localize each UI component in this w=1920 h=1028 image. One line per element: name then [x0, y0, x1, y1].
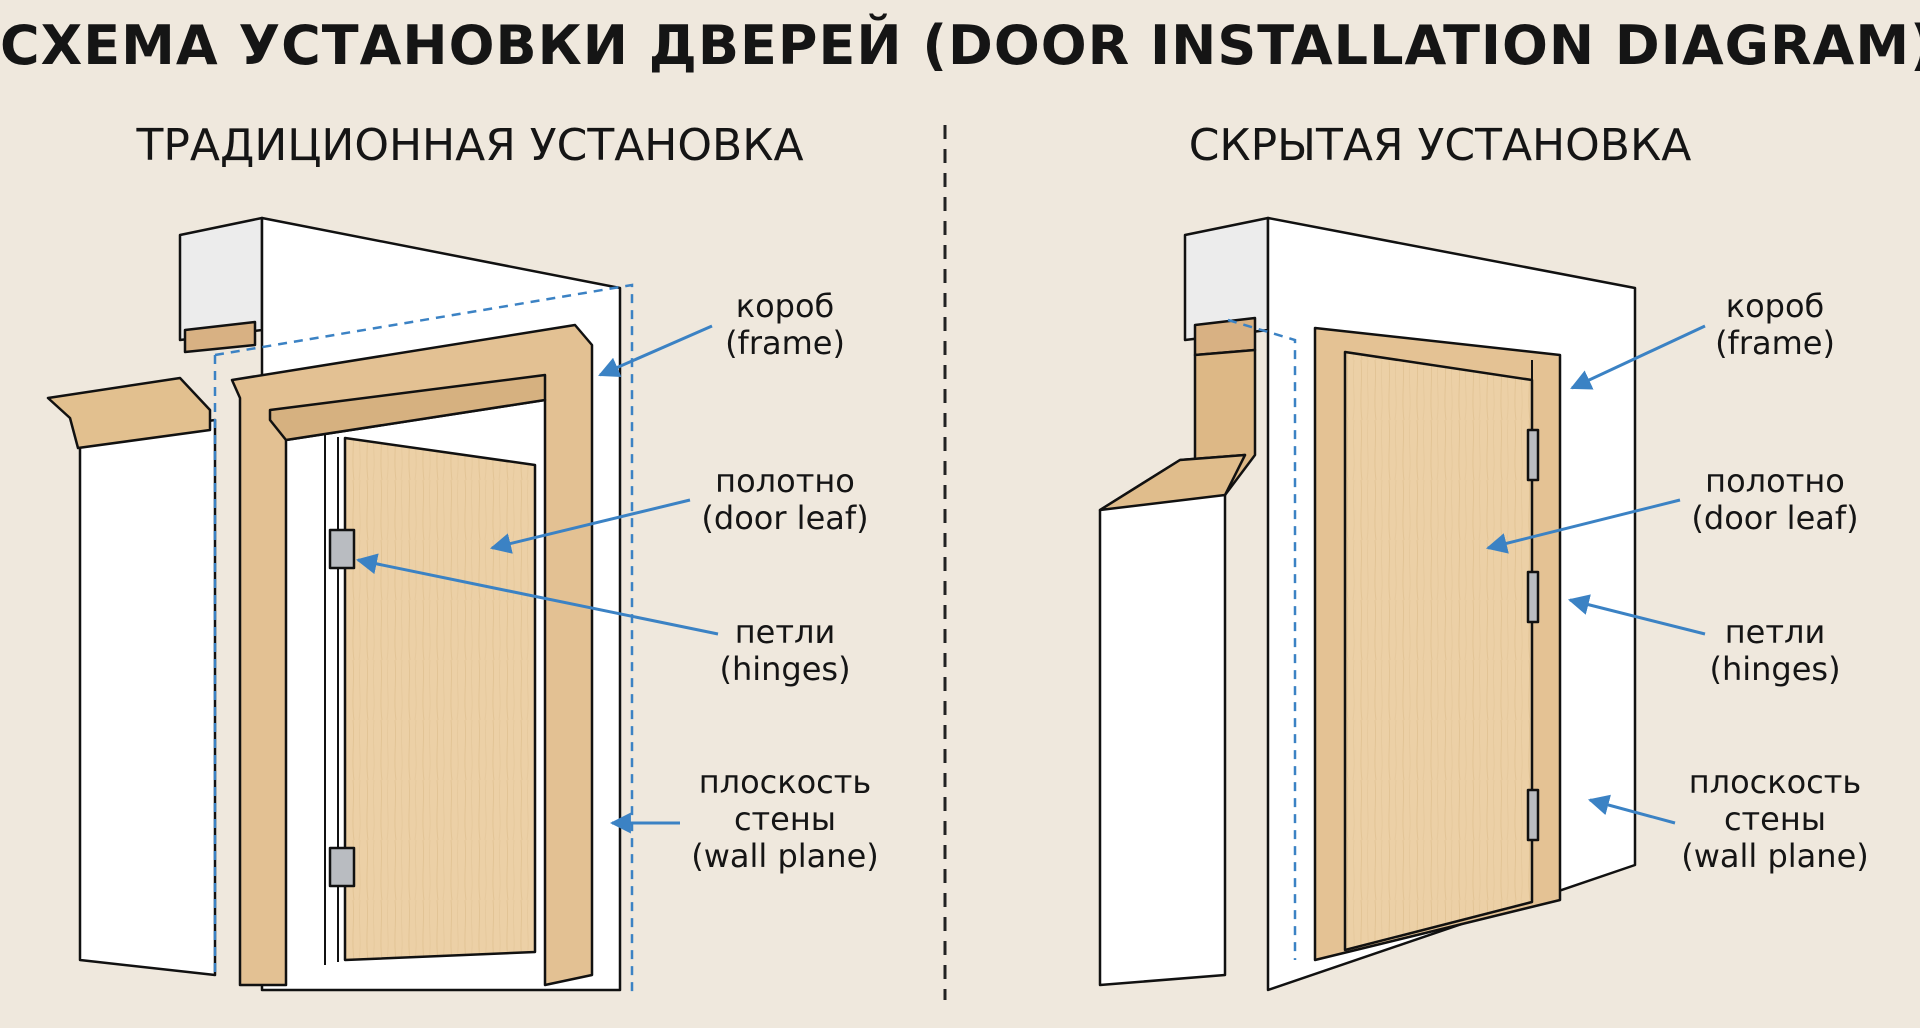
arrow-hinges-left — [355, 553, 719, 636]
callout-label-ru: петли — [734, 613, 836, 651]
hinge-top-right — [1526, 428, 1540, 482]
door-leaf-right — [1343, 350, 1534, 952]
callout-label-ru: плоскость — [1688, 763, 1862, 801]
hinge-bottom-right — [1526, 788, 1540, 842]
concealed-door-illustration — [1098, 216, 1637, 992]
frame-inner-left — [268, 373, 547, 442]
callout-leaf-right: полотно (door leaf) — [1655, 463, 1895, 537]
callout-hinges-right: петли (hinges) — [1655, 614, 1895, 688]
callout-frame-left: короб (frame) — [665, 288, 905, 362]
callout-leaf-left: полотно (door leaf) — [665, 463, 905, 537]
hinge-middle-right — [1526, 570, 1540, 624]
callout-hinges-left: петли (hinges) — [665, 614, 905, 688]
panel-title-traditional: ТРАДИЦИОННАЯ УСТАНОВКА — [136, 120, 804, 171]
callout-label-ru-2: стены — [733, 800, 837, 838]
traditional-door-illustration — [46, 216, 622, 992]
callout-label-ru: короб — [735, 287, 835, 325]
arrow-leaf-right — [1485, 498, 1681, 554]
hinge-bottom-left — [328, 846, 356, 888]
arrow-hinges-right — [1567, 594, 1706, 636]
callout-label-ru: полотно — [1705, 462, 1845, 500]
arrow-frame-left — [598, 324, 713, 378]
arrow-leaf-left — [489, 498, 691, 554]
wall-cut-right — [1193, 316, 1257, 357]
arrow-frame-right — [1570, 324, 1706, 390]
wall-cut-left — [183, 320, 257, 354]
wall-lower-right — [1098, 453, 1247, 987]
callout-label-ru: полотно — [715, 462, 855, 500]
callout-frame-right: короб (frame) — [1655, 288, 1895, 362]
callout-wall-left: плоскость стены (wall plane) — [665, 764, 905, 875]
callout-label-ru-2: стены — [1723, 800, 1827, 838]
callout-label-en: (door leaf) — [701, 499, 869, 537]
wall-plane-guide-left — [214, 283, 634, 995]
callout-label-ru: плоскость — [698, 763, 872, 801]
callout-label-en: (hinges) — [719, 650, 851, 688]
hinge-top-left — [328, 528, 356, 570]
arrow-wall-right — [1587, 794, 1676, 825]
callout-label-en: (wall plane) — [1681, 837, 1869, 875]
callout-label-en: (wall plane) — [691, 837, 879, 875]
wall-plane-guide-right — [1227, 318, 1297, 960]
panel-title-concealed: СКРЫТАЯ УСТАНОВКА — [1188, 120, 1692, 171]
callout-label-en: (frame) — [725, 324, 845, 362]
door-leaf-left — [343, 436, 537, 962]
callout-label-en: (door leaf) — [1691, 499, 1859, 537]
callout-label-ru: короб — [1725, 287, 1825, 325]
page-title: СХЕМА УСТАНОВКИ ДВЕРЕЙ (DOOR INSTALLATIO… — [0, 14, 1920, 77]
callout-label-ru: петли — [1724, 613, 1826, 651]
callout-wall-right: плоскость стены (wall plane) — [1655, 764, 1895, 875]
crown-moulding — [46, 376, 212, 450]
wall-lower-left — [78, 418, 217, 977]
callout-label-en: (frame) — [1715, 324, 1835, 362]
callout-label-en: (hinges) — [1709, 650, 1841, 688]
